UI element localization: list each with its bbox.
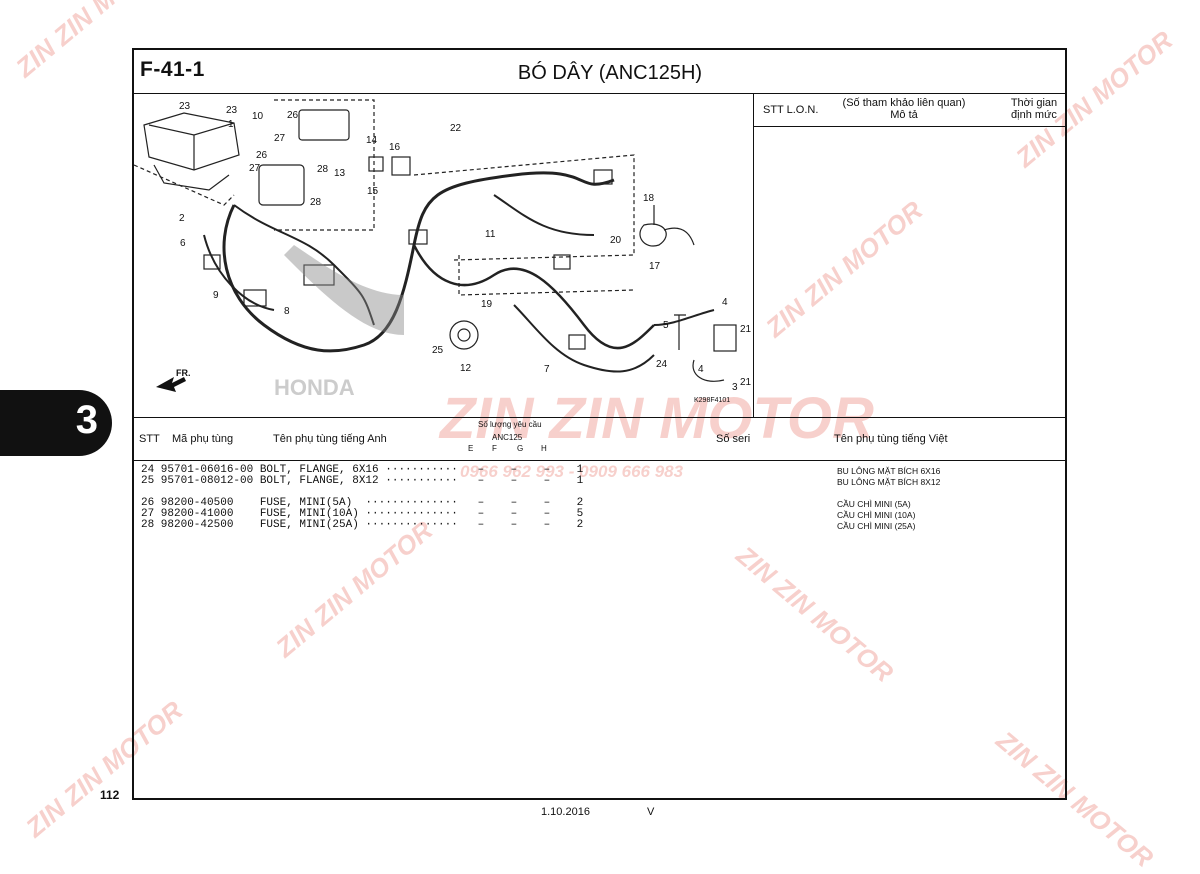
footer-version: V xyxy=(647,806,655,818)
vi-name-24: BU LÔNG MẶT BÍCH 6X16 xyxy=(837,466,941,476)
callout-20: 20 xyxy=(610,235,622,246)
callout-24: 24 xyxy=(656,359,668,370)
table-top-divider xyxy=(133,417,1065,418)
callout-26b: 26 xyxy=(256,150,268,161)
col-ref: (Số tham khảo liên quan) Mô tả xyxy=(834,97,974,121)
callout-28a: 28 xyxy=(317,164,329,175)
callout-5: 5 xyxy=(663,320,669,331)
fuse-box xyxy=(258,164,305,206)
callout-6: 6 xyxy=(180,238,186,249)
page-title: BÓ DÂY (ANC125H) xyxy=(517,62,703,84)
th-part-no: Mã phụ tùng xyxy=(172,433,234,445)
callout-12: 12 xyxy=(460,363,472,374)
callout-27a: 27 xyxy=(274,133,286,144)
fr-arrow-icon xyxy=(156,377,186,392)
callout-2: 2 xyxy=(179,213,185,224)
col-time-line2: định mức xyxy=(1011,109,1057,121)
th-serial: Số seri xyxy=(716,433,751,445)
ecu-box xyxy=(143,112,240,171)
main-harness xyxy=(222,171,615,353)
horn xyxy=(449,320,479,350)
vi-name-25: BU LÔNG MẶT BÍCH 8X12 xyxy=(837,477,941,487)
callout-1: 1 xyxy=(228,119,234,130)
fr-label: FR. xyxy=(176,368,191,378)
callout-23a: 23 xyxy=(179,101,191,112)
callout-28b: 28 xyxy=(310,197,322,208)
table-row-27: 27 98200-41000 FUSE, MINI(10A) ·········… xyxy=(141,508,584,520)
th-col-g: G xyxy=(517,444,524,453)
vi-name-26: CẦU CHÌ MINI (5A) xyxy=(837,499,911,509)
table-row-24: 24 95701-06016-00 BOLT, FLANGE, 6X16 ···… xyxy=(141,464,584,476)
col-ref-line1: (Số tham khảo liên quan) xyxy=(842,97,966,109)
callout-16: 16 xyxy=(389,142,401,153)
th-col-h: H xyxy=(541,444,547,453)
callout-8: 8 xyxy=(284,306,290,317)
callout-15: 15 xyxy=(367,186,379,197)
right-panel-header-divider xyxy=(753,126,1065,127)
page-frame xyxy=(132,48,1067,800)
callout-4b: 4 xyxy=(698,364,704,375)
callout-25: 25 xyxy=(432,345,444,356)
wiring-harness-diagram: HONDA FR. K298F4101 23 23 1 10 26 27 14 … xyxy=(134,99,752,404)
th-col-f: F xyxy=(492,444,497,453)
diagram-code: K298F4101 xyxy=(694,397,730,404)
th-name-vi: Tên phụ tùng tiếng Việt xyxy=(834,433,948,445)
callout-18: 18 xyxy=(643,193,655,204)
callout-3: 3 xyxy=(732,382,738,393)
table-row-26: 26 98200-40500 FUSE, MINI(5A) ··········… xyxy=(141,497,584,509)
th-stt: STT xyxy=(139,433,160,445)
callout-26a: 26 xyxy=(287,110,299,121)
callout-11: 11 xyxy=(485,229,496,240)
section-tab: 3 xyxy=(0,390,112,456)
th-col-e: E xyxy=(468,444,474,453)
th-name-en: Tên phụ tùng tiếng Anh xyxy=(273,433,387,445)
th-qty: Số lượng yêu cầu xyxy=(478,420,542,429)
callout-4a: 4 xyxy=(722,297,728,308)
callout-21b: 21 xyxy=(740,377,752,388)
col-time-line1: Thời gian xyxy=(1010,97,1058,109)
table-row-25: 25 95701-08012-00 BOLT, FLANGE, 8X12 ···… xyxy=(141,475,584,487)
callout-10: 10 xyxy=(252,111,264,122)
diagram-divider xyxy=(753,93,754,418)
section-tab-number: 3 xyxy=(75,398,98,442)
vi-name-27: CẦU CHÌ MINI (10A) xyxy=(837,510,916,520)
th-model: ANC125 xyxy=(492,433,523,442)
callout-19: 19 xyxy=(481,299,493,310)
title-divider xyxy=(133,93,1065,94)
vi-name-28: CẦU CHÌ MINI (25A) xyxy=(837,521,916,531)
callout-22: 22 xyxy=(450,123,462,134)
page-number: 112 xyxy=(100,788,120,802)
col-stt-lon: STT L.O.N. xyxy=(763,104,819,116)
col-ref-line2: Mô tả xyxy=(890,109,918,121)
ignition-coil xyxy=(713,324,737,352)
callout-9: 9 xyxy=(213,290,219,301)
table-header-divider xyxy=(133,460,1065,461)
callout-13: 13 xyxy=(334,168,346,179)
honda-logo-faint: HONDA xyxy=(274,375,355,400)
col-time: Thời gian định mức xyxy=(1004,97,1064,121)
table-row-28: 28 98200-42500 FUSE, MINI(25A) ·········… xyxy=(141,519,584,531)
callout-21a: 21 xyxy=(740,324,752,335)
callout-7: 7 xyxy=(544,364,550,375)
callout-14: 14 xyxy=(366,135,378,146)
callout-23b: 23 xyxy=(226,105,238,116)
figure-code: F-41-1 xyxy=(140,58,205,81)
callout-17: 17 xyxy=(649,261,661,272)
callout-27b: 27 xyxy=(249,163,261,174)
footer-date: 1.10.2016 xyxy=(541,806,590,818)
